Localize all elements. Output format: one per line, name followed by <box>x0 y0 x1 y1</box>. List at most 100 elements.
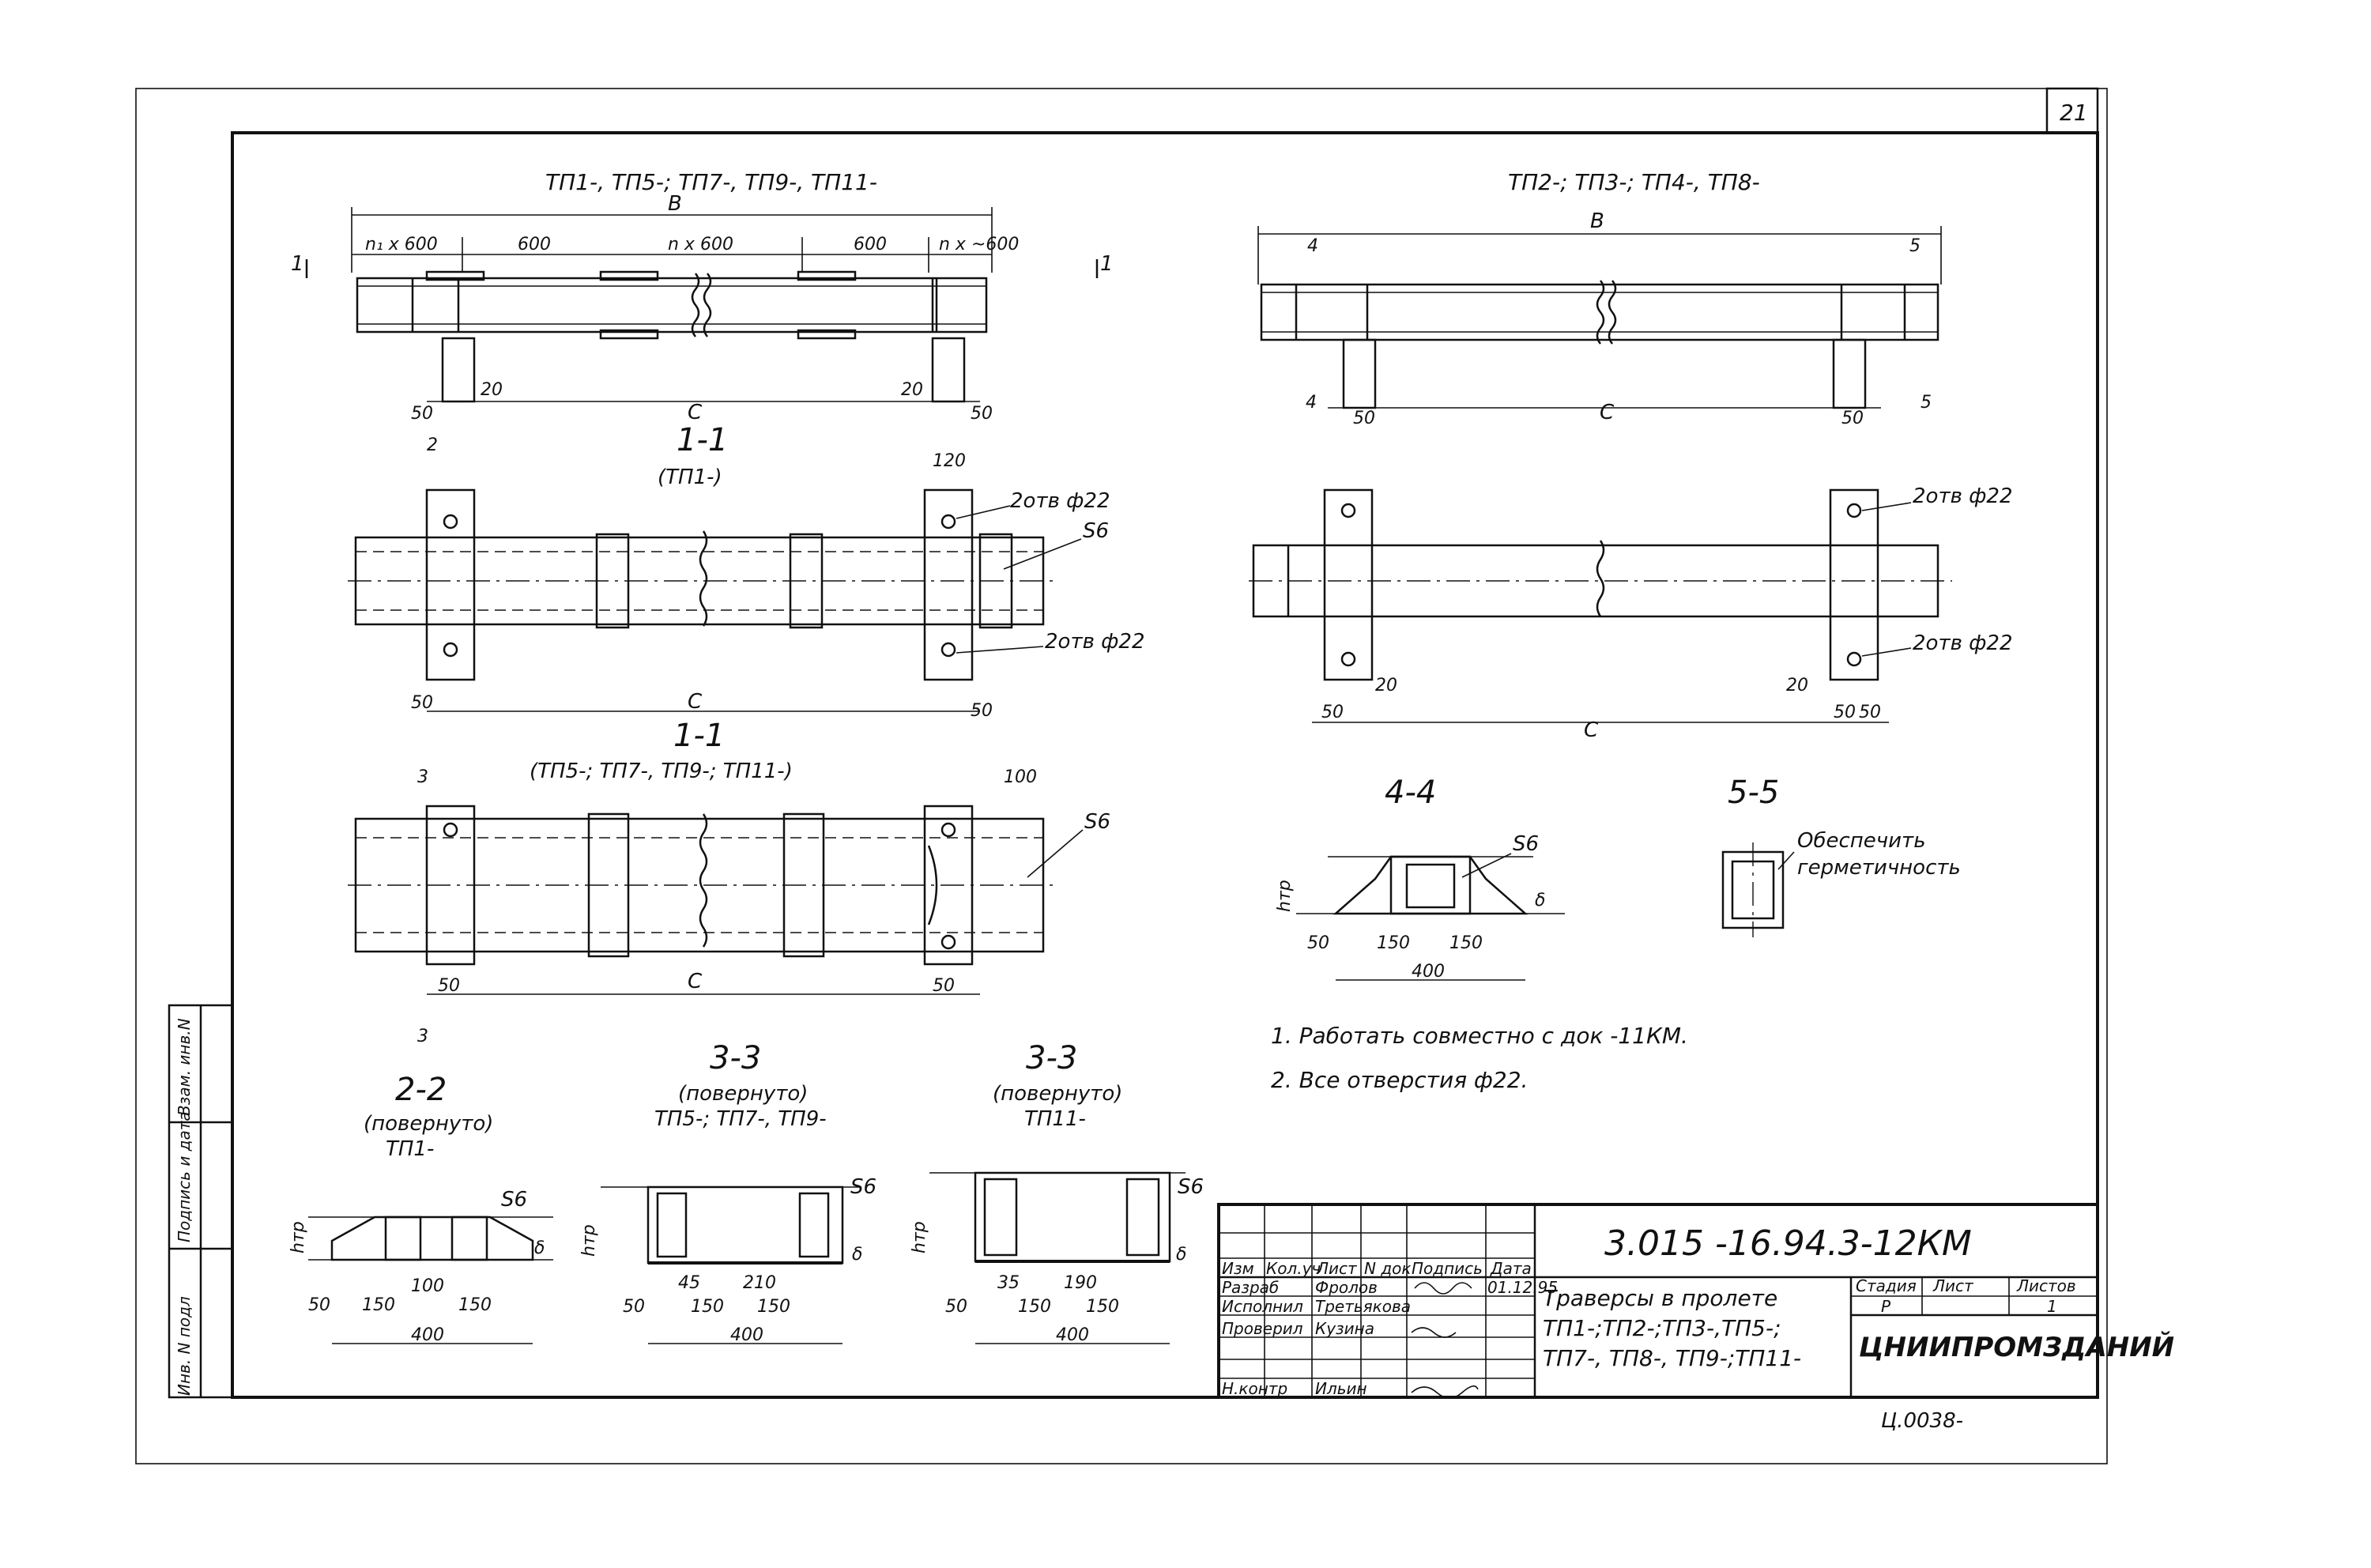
tb-role-1: Исполнил <box>1222 1297 1303 1316</box>
seal-note-line2: герметичность <box>1797 856 1961 880</box>
sec-1-1-a-title: 1-1 <box>677 422 728 458</box>
sec-3-3-b-sub2: ТП11- <box>1024 1107 1086 1131</box>
weld-s6-33a: S6 <box>850 1175 876 1199</box>
seal-note-line1: Обеспечить <box>1797 829 1926 853</box>
delta-22: δ <box>534 1238 545 1258</box>
dim-nx600-right: n x ~600 <box>939 235 1019 254</box>
dim-50-11a-r: 50 <box>971 701 993 721</box>
tb-hdr-date: Дата <box>1490 1259 1532 1278</box>
tb-name-3: Ильин <box>1315 1379 1367 1398</box>
tb-title-line2: ТП1-;ТП2-;ТП3-,ТП5-; <box>1543 1315 1781 1341</box>
htr-2-2: hтр <box>288 1221 308 1253</box>
dim-50-r-b: 50 <box>1834 703 1856 722</box>
holes-label-a1: 2отв ф22 <box>1010 489 1110 513</box>
top-left-title: ТП1-, ТП5-; ТП7-, ТП9-, ТП11- <box>545 169 877 195</box>
dim-50-tr-a: 50 <box>1353 409 1375 428</box>
sheet-number: 21 <box>2060 100 2088 126</box>
side-stamp-sign: Подпись и дата <box>175 1111 194 1242</box>
dim-150-44-b: 150 <box>1449 933 1483 953</box>
dim-210-33a: 210 <box>743 1273 776 1293</box>
title-block: 3.015 -16.94.3-12КМ Изм Кол.уч Лист N до… <box>1217 1203 2174 1399</box>
tb-role-0: Разраб <box>1222 1278 1279 1297</box>
cut-mark-1-right: 1 <box>1100 252 1114 276</box>
tb-hdr-list: Лист <box>1316 1259 1358 1278</box>
weld-s6-a: S6 <box>1083 519 1109 543</box>
signature-scribble <box>1411 1282 1479 1399</box>
dim-50-r-a: 50 <box>1321 703 1344 722</box>
sec-2-2-sub2: ТП1- <box>386 1137 434 1161</box>
dim-400-44: 400 <box>1412 962 1445 982</box>
tb-sheet-label: Лист <box>1932 1276 1974 1295</box>
cut-mark-5-top: 5 <box>1909 236 1921 256</box>
tb-hdr-izm: Изм <box>1222 1259 1254 1278</box>
dim-nx600: n x 600 <box>668 235 733 254</box>
sec-3-3-a-sub1: (повернуто) <box>678 1082 808 1106</box>
dim-20-r-b: 20 <box>1786 676 1808 695</box>
dim-b-top-right: В <box>1590 209 1604 233</box>
tb-hdr-ndok: N док <box>1364 1259 1411 1278</box>
dim-100-22: 100 <box>411 1276 444 1296</box>
dim-150-33b-b: 150 <box>1086 1297 1119 1317</box>
delta-33a: δ <box>852 1245 862 1265</box>
dim-n1x600: n₁ x 600 <box>365 235 438 254</box>
cut-mark-1-left: 1 <box>291 252 304 276</box>
dim-c-11a: С <box>688 690 703 714</box>
tb-title-line3: ТП7-, ТП8-, ТП9-;ТП11- <box>1543 1345 1801 1371</box>
sec-2-2-title: 2-2 <box>395 1072 447 1108</box>
view-section-3-3-b: 3-3 (повернуто) ТП11- hтр S6 δ 35 190 50… <box>910 1040 1204 1345</box>
view-section-2-2: 2-2 (повернуто) ТП1- hтр S6 δ 50 150 100… <box>288 1072 553 1345</box>
dim-50-11a-l: 50 <box>411 693 433 713</box>
tb-name-1: Третьякова <box>1315 1297 1411 1316</box>
sec-3-3-a-sub2: ТП5-; ТП7-, ТП9- <box>654 1107 827 1131</box>
tb-title-line1: Траверсы в пролете <box>1543 1285 1777 1311</box>
view-section-3-3-a: 3-3 (повернуто) ТП5-; ТП7-, ТП9- hтр S6 … <box>579 1040 876 1345</box>
document-code: 3.015 -16.94.3-12КМ <box>1604 1223 1972 1264</box>
dim-50-tl-a: 50 <box>411 404 433 424</box>
tb-name-2: Кузина <box>1315 1319 1374 1338</box>
dim-100: 100 <box>1004 767 1037 787</box>
delta-44: δ <box>1535 891 1545 910</box>
dim-c-r: С <box>1584 718 1599 742</box>
htr-4-4: hтр <box>1275 880 1295 912</box>
side-stamp-inv: Инв. N подл <box>175 1296 194 1396</box>
tb-organization: ЦНИИПРОМЗДАНИЙ <box>1859 1331 2174 1363</box>
sheet-number-box <box>2045 87 2099 134</box>
dim-150-22-a: 150 <box>362 1295 395 1315</box>
dim-150-44-a: 150 <box>1377 933 1410 953</box>
cut-mark-2-a: 2 <box>427 435 438 455</box>
dim-150-33a-a: 150 <box>691 1297 724 1317</box>
weld-s6-44: S6 <box>1513 832 1539 856</box>
copy-stamp: Ц.0038- <box>1881 1409 1963 1433</box>
inner-frame <box>231 131 2099 1399</box>
sec-3-3-b-sub1: (повернуто) <box>993 1082 1122 1106</box>
side-stamp: Инв. N подл Подпись и дата Взам. инв.N <box>168 1004 234 1399</box>
holes-label-r2: 2отв ф22 <box>1913 631 2013 655</box>
dim-c-11b: С <box>688 970 703 993</box>
weld-s6-b: S6 <box>1084 810 1110 834</box>
tb-name-0: Фролов <box>1315 1278 1378 1297</box>
delta-33b: δ <box>1176 1245 1186 1265</box>
dim-600-a: 600 <box>518 235 551 254</box>
cut-mark-3-b: 3 <box>417 1027 428 1046</box>
dim-190-33b: 190 <box>1064 1273 1097 1293</box>
cut-mark-4-top: 4 <box>1307 236 1318 256</box>
weld-s6-22: S6 <box>501 1188 527 1212</box>
dim-50-33b: 50 <box>945 1297 967 1317</box>
dim-150-33b-a: 150 <box>1018 1297 1051 1317</box>
view-section-4-4: 4-4 hтр S6 δ 50 150 150 400 <box>1275 775 1565 982</box>
dim-50-11b-r: 50 <box>933 976 955 996</box>
view-top-left: ТП1-, ТП5-; ТП7-, ТП9-, ТП11- В n₁ x 600… <box>291 169 1114 424</box>
sec-5-5-title: 5-5 <box>1728 775 1779 811</box>
dim-50-33a: 50 <box>623 1297 645 1317</box>
dim-50-22: 50 <box>308 1295 330 1315</box>
sec-1-1-a-sub: (ТП1-) <box>658 466 722 489</box>
dim-c-tr: С <box>1600 401 1615 424</box>
htr-3-3-b: hтр <box>910 1221 929 1253</box>
top-right-title: ТП2-; ТП3-; ТП4-, ТП8- <box>1508 169 1760 195</box>
tb-sheets-label: Листов <box>2016 1276 2076 1295</box>
view-section-1-1-tp1: 1-1 (ТП1-) 2 120 2отв ф22 S6 2отв ф22 50… <box>348 422 1145 721</box>
dim-c-tl: С <box>688 401 703 424</box>
sec-1-1-b-sub: (ТП5-; ТП7-, ТП9-; ТП11-) <box>530 760 793 783</box>
tb-sheets-value: 1 <box>2047 1297 2057 1316</box>
